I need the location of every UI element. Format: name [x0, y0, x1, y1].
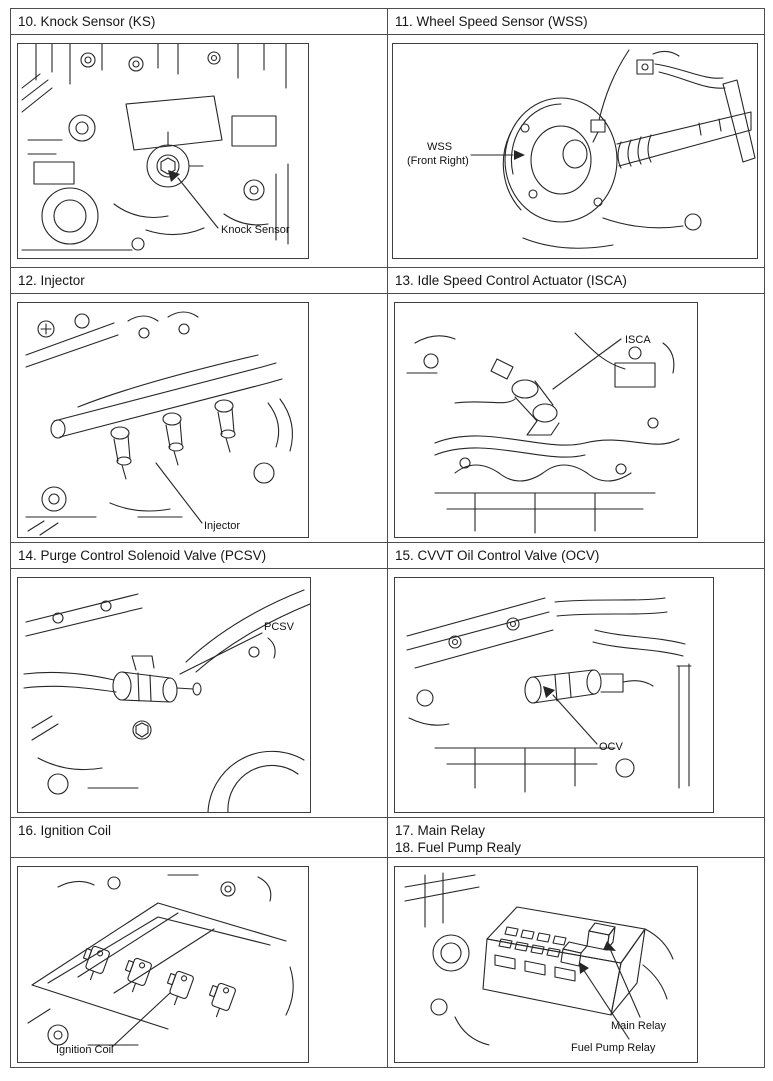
callout-label: Main Relay: [611, 1020, 667, 1032]
section-injector: 12. Injector: [11, 268, 388, 543]
pcsv-figure: PCSV: [23, 589, 310, 812]
engine-line-art: [23, 589, 310, 812]
injector-figure: Injector: [25, 311, 293, 536]
callout-wss: WSS (Front Right): [407, 141, 525, 167]
arrowhead: [543, 686, 555, 698]
section-title: 16. Ignition Coil: [11, 818, 387, 858]
table-row: 12. Injector: [11, 268, 765, 543]
relays-figure: Main Relay Fuel Pump Relay: [404, 872, 674, 1054]
table-row: 10. Knock Sensor (KS): [11, 9, 765, 268]
engine-line-art: [406, 332, 680, 534]
component-location-table: 10. Knock Sensor (KS): [10, 8, 765, 1068]
section-title: 15. CVVT Oil Control Valve (OCV): [388, 543, 764, 569]
callout-label: WSS: [427, 141, 452, 153]
section-relays: 17. Main Relay 18. Fuel Pump Realy: [388, 818, 765, 1068]
leader-line: [552, 694, 598, 745]
engine-line-art: [406, 597, 692, 793]
section-body: ISCA: [388, 294, 764, 542]
section-isca: 13. Idle Speed Control Actuator (ISCA): [388, 268, 765, 543]
callout-ocv: OCV: [543, 686, 624, 753]
ignition-coil-figure: Ignition Coil: [27, 874, 294, 1056]
leader-line: [582, 968, 630, 1040]
callout-ignition-coil: Ignition Coil: [56, 992, 171, 1056]
section-title: 10. Knock Sensor (KS): [11, 9, 387, 35]
callout-pcsv: PCSV: [179, 621, 295, 675]
callout-label: PCSV: [264, 621, 295, 633]
engine-line-art: [27, 874, 294, 1046]
engine-line-art: [502, 49, 756, 249]
callout-label: ISCA: [625, 334, 651, 346]
leader-line: [610, 950, 641, 1018]
section-body: Main Relay Fuel Pump Relay: [388, 858, 764, 1067]
ocv-figure: OCV: [406, 597, 692, 793]
figure-box-pcsv: PCSV: [17, 577, 311, 813]
section-body: Ignition Coil: [11, 858, 387, 1067]
callout-isca: ISCA: [552, 334, 651, 390]
callout-injector: Injector: [155, 462, 240, 532]
section-ignition-coil: 16. Ignition Coil: [11, 818, 388, 1068]
leader-line: [111, 992, 171, 1048]
callout-fuel-pump-relay: Fuel Pump Relay: [571, 962, 656, 1054]
section-title-line-1: 17. Main Relay: [395, 823, 486, 838]
callout-label: OCV: [599, 741, 624, 753]
section-title: 12. Injector: [11, 268, 387, 294]
section-body: PCSV: [11, 569, 387, 817]
callout-label: Knock Sensor: [221, 224, 290, 236]
leader-line: [155, 462, 203, 524]
table-row: 14. Purge Control Solenoid Valve (PCSV): [11, 543, 765, 818]
figure-box-wss: WSS (Front Right): [392, 43, 758, 259]
section-title: 17. Main Relay 18. Fuel Pump Realy: [388, 818, 764, 858]
section-title: 11. Wheel Speed Sensor (WSS): [388, 9, 764, 35]
leader-line: [177, 177, 219, 229]
isca-figure: ISCA: [406, 332, 680, 534]
section-title-line-2: 18. Fuel Pump Realy: [395, 840, 522, 855]
arrowhead: [514, 150, 525, 160]
section-title: 14. Purge Control Solenoid Valve (PCSV): [11, 543, 387, 569]
section-body: Injector: [11, 294, 387, 542]
section-knock-sensor: 10. Knock Sensor (KS): [11, 9, 388, 268]
wss-figure: WSS (Front Right): [407, 49, 756, 249]
figure-box-relays: Main Relay Fuel Pump Relay: [394, 866, 698, 1063]
figure-box-knock-sensor: Knock Sensor: [17, 43, 309, 259]
section-body: OCV: [388, 569, 764, 817]
arrowhead: [168, 170, 180, 182]
engine-line-art: [404, 872, 674, 1046]
section-title: 13. Idle Speed Control Actuator (ISCA): [388, 268, 764, 294]
leader-line: [552, 338, 622, 390]
arrowhead: [603, 941, 616, 951]
section-wheel-speed-sensor: 11. Wheel Speed Sensor (WSS): [388, 9, 765, 268]
callout-label: Ignition Coil: [56, 1044, 113, 1056]
engine-line-art: [21, 44, 289, 251]
callout-main-relay: Main Relay: [603, 941, 667, 1032]
callout-label: Injector: [204, 520, 240, 532]
table-row: 16. Ignition Coil: [11, 818, 765, 1068]
section-body: WSS (Front Right): [388, 35, 764, 267]
section-ocv: 15. CVVT Oil Control Valve (OCV): [388, 543, 765, 818]
section-body: Knock Sensor: [11, 35, 387, 267]
section-pcsv: 14. Purge Control Solenoid Valve (PCSV): [11, 543, 388, 818]
figure-box-isca: ISCA: [394, 302, 698, 538]
arrowhead: [579, 962, 589, 974]
callout-knock-sensor: Knock Sensor: [168, 170, 290, 236]
callout-label: Fuel Pump Relay: [571, 1042, 656, 1054]
callout-sublabel: (Front Right): [407, 155, 469, 167]
figure-box-ocv: OCV: [394, 577, 714, 813]
leader-line: [179, 632, 263, 675]
figure-box-injector: Injector: [17, 302, 309, 538]
knock-sensor-figure: Knock Sensor: [21, 44, 290, 251]
engine-line-art: [25, 311, 293, 536]
figure-box-ignition-coil: Ignition Coil: [17, 866, 309, 1063]
